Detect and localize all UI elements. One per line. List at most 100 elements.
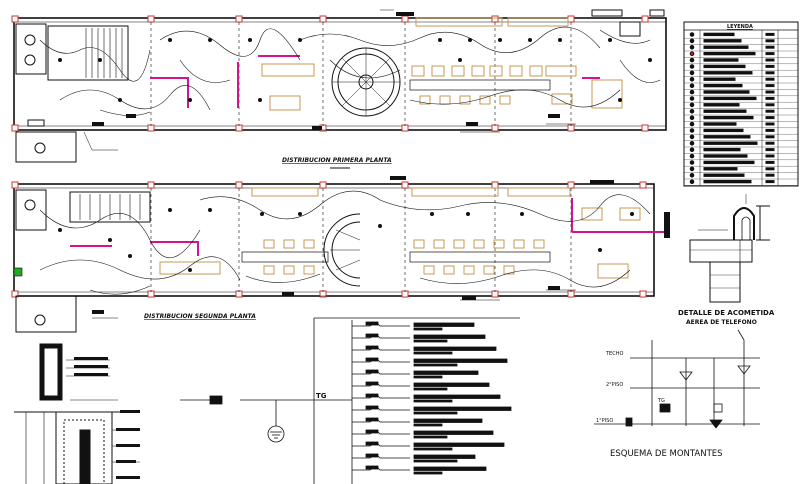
legend-description-bar — [703, 96, 757, 101]
legend-row — [684, 38, 798, 45]
legend-description-bar — [703, 154, 748, 158]
legend-row — [684, 96, 798, 103]
star-icon — [689, 51, 695, 57]
legend-code-bar — [765, 141, 775, 145]
riser-schematic — [594, 329, 760, 429]
meter-icon — [689, 89, 695, 95]
breaker-tag — [365, 453, 379, 458]
legend-code-bar — [765, 148, 775, 152]
circuit-subtext-bar — [413, 471, 443, 475]
legend-code-bar — [765, 122, 775, 126]
circuit-description-bar — [413, 370, 479, 375]
legend-description-bar — [703, 64, 746, 69]
circuit-subtext-bar — [413, 435, 448, 439]
breaker-tag — [365, 441, 379, 446]
legend-row — [684, 109, 798, 116]
legend-code-bar — [765, 71, 775, 75]
riser-tg-label: TG — [657, 398, 665, 404]
breaker-line — [352, 369, 410, 375]
main-board-label: TG — [316, 392, 327, 400]
circuit-description-bar — [413, 406, 512, 411]
legend-row — [684, 83, 798, 90]
legend-description-bar — [703, 45, 749, 49]
first-floor-title: DISTRIBUCION PRIMERA PLANTA — [282, 157, 392, 164]
legend-description-bar — [703, 71, 753, 75]
circuit-description-bar — [413, 466, 487, 471]
circuit-description-bar — [413, 358, 508, 363]
circuit-description-bar — [413, 454, 476, 459]
circuit-description-bar — [413, 442, 505, 447]
fan-icon — [689, 57, 695, 63]
circuit-subtext-bar — [413, 387, 448, 391]
smoke-icon — [689, 128, 695, 133]
legend-row — [684, 115, 798, 122]
ring-icon — [689, 173, 695, 178]
legend-code-bar — [765, 180, 775, 184]
circuit-subtext-bar — [413, 339, 448, 343]
breaker-tag — [365, 405, 379, 410]
circuit-subtext-bar — [413, 447, 453, 451]
legend-code-bar — [765, 90, 775, 94]
circuit-description-bar — [413, 322, 475, 327]
circuit-row — [352, 321, 475, 331]
legend-description-bar — [703, 32, 735, 37]
breaker-line — [352, 333, 410, 339]
legend-code-bar — [765, 154, 775, 158]
legend-description-bar — [703, 39, 742, 43]
single-line-diagram — [180, 317, 520, 484]
breaker-tag — [365, 429, 379, 434]
legend-row — [684, 134, 798, 141]
circuit-subtext-bar — [413, 327, 443, 331]
breaker-line — [352, 357, 410, 363]
legend-code-bar — [765, 39, 775, 43]
circuit-description-bar — [413, 346, 497, 351]
circuit-subtext-bar — [413, 411, 458, 415]
circuit-row — [352, 429, 494, 439]
bell-icon — [689, 102, 695, 108]
circuit-subtext-bar — [413, 423, 443, 427]
legend-row — [684, 89, 798, 96]
breaker-tag — [365, 465, 379, 470]
legend-description-bar — [703, 173, 745, 177]
breaker-line — [352, 345, 410, 351]
legend-row — [684, 102, 798, 109]
circuit-row — [352, 405, 512, 415]
breaker-line — [352, 429, 410, 435]
circuit-subtext-bar — [413, 399, 453, 403]
legend-code-bar — [765, 109, 775, 113]
circuit-row — [352, 357, 508, 367]
column-markers — [11, 15, 649, 132]
circuit-row — [352, 453, 476, 463]
breaker-line — [352, 393, 410, 399]
legend-code-bar — [765, 64, 775, 68]
legend-row — [684, 166, 798, 173]
legend-code-bar — [765, 116, 775, 120]
breaker-line — [352, 453, 410, 459]
square-icon — [689, 179, 695, 184]
legend-row — [684, 147, 798, 154]
sensor-icon — [689, 115, 695, 120]
breaker-tag — [365, 345, 379, 350]
breaker-tag — [365, 333, 379, 338]
legend-row — [684, 121, 798, 128]
legend-row — [684, 160, 798, 167]
legend-description-bar — [703, 58, 739, 62]
legend-description-bar — [703, 128, 744, 133]
legend-description-bar — [703, 167, 738, 171]
circuit-row — [352, 333, 486, 343]
legend-code-bar — [765, 32, 775, 36]
breaker-tag — [365, 393, 379, 398]
legend-description-bar — [703, 179, 752, 184]
legend-row — [684, 179, 798, 186]
board-icon — [689, 83, 695, 88]
legend-description-bar — [703, 83, 743, 88]
circuit-description-bar — [413, 418, 483, 423]
breaker-tag — [365, 369, 379, 374]
dot-icon — [689, 166, 695, 172]
legend-code-bar — [765, 103, 775, 107]
breaker-line — [352, 321, 410, 327]
legend-row — [684, 128, 798, 135]
legend-code-bar — [765, 58, 775, 62]
legend-row — [684, 57, 798, 64]
circuit-subtext-bar — [413, 375, 443, 379]
